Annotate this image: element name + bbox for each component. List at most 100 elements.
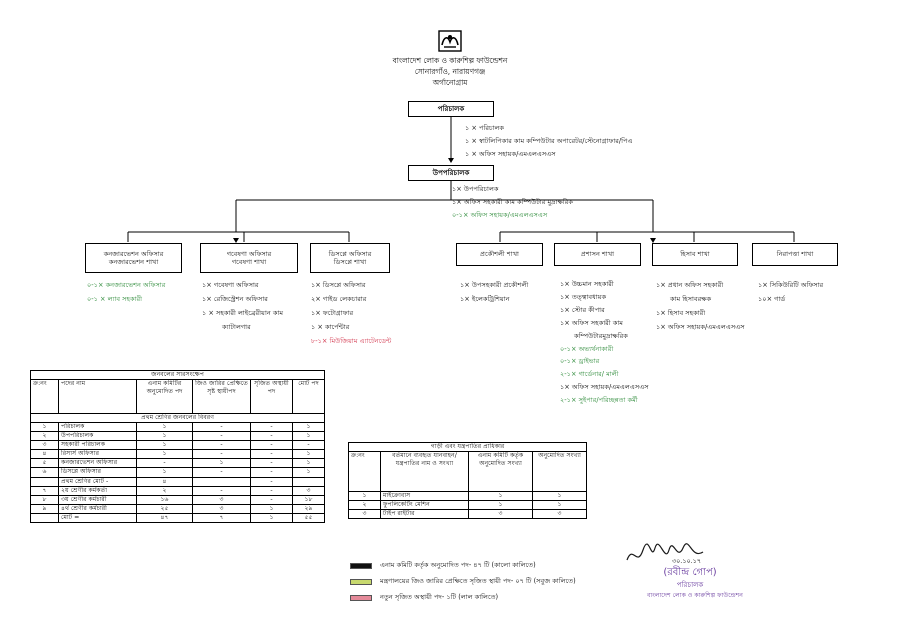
manpower-cell: ১ [136,440,193,451]
org-location: সোনারগাঁও, নারায়ণগঞ্জ [414,67,486,76]
director-staff-item: ১ × অফিস সহায়ক/এমএলএসএস [465,150,556,158]
vehicle-cell: ১ [348,491,381,502]
manpower-cell: মোট = [58,512,137,523]
research-staff: ১× গবেষণা অফিসার ১× রেজিস্ট্রেশন অফিসার … [202,278,283,334]
legend-swatch-black [350,563,372,569]
deputy-staff-item: ১× উপপরিচালক [452,185,499,193]
manpower-cell: ১ [192,458,251,469]
manpower-cell: ৩ [192,503,251,514]
deputy-staff: ১× উপপরিচালক ১× অফিস সহকারী কাম কম্পিউটা… [452,183,573,222]
manpower-cell: - [250,458,293,469]
research-staff-item: ১× রেজিস্ট্রেশন অফিসার [202,295,268,303]
manpower-cell: - [192,440,251,451]
display-staff-item: ১× ডিসপ্লে অফিসার [311,281,366,289]
manpower-cell [30,512,59,523]
vehicle-cell: ৩ [531,509,588,520]
display-staff-item: ১ × কার্পেন্টার [311,323,350,331]
manpower-cell: ৩ [291,485,326,496]
security-branch-box: নিরাপত্তা শাখা [752,243,838,266]
admin-staff-new: ২-১× সুইপার/পরিচ্ছন্নতা কর্মী [560,396,638,405]
display-branch-line1: ডিসপ্লে অফিসার [328,249,372,258]
research-branch-line2: গবেষণা শাখা [231,258,267,266]
manpower-cell: - [250,431,293,442]
legend-swatch-red [350,595,372,601]
display-staff: ১× ডিসপ্লে অফিসার ২× গাইড লেকচারার ১× ফট… [311,278,391,348]
manpower-cell: ১ [291,467,326,478]
manpower-cell: - [192,422,251,433]
display-staff-item: ১× ফটোগ্রাফার [311,309,354,317]
display-staff-item: ২× গাইড লেকচারার [311,295,367,303]
manpower-cell: ৭ [192,512,251,523]
manpower-cell: - [250,476,293,487]
legend-text: মন্ত্রণালয়ের জিও জারির প্রেক্ষিতে সৃজিত… [380,577,576,585]
vehicle-header-cell: বর্তমানে ব্যবহৃত যানবাহন/যন্ত্রপাতির নাম… [380,451,469,493]
manpower-cell: ৪৭ [136,512,193,523]
admin-staff-item: ১× অফিস সহায়ক/এমএলএসএস [560,383,649,392]
manpower-cell: - [250,449,293,460]
manpower-cell: - [250,422,293,433]
manpower-cell [192,476,251,487]
research-staff-item: ১ × সহকারী লাইব্রেরীয়ান কাম [202,309,284,317]
research-staff-item: ১× গবেষণা অফিসার [202,281,259,289]
conservation-branch-line2: কনজারভেশন শাখা [108,258,159,266]
admin-staff-new: ০-১× ড্রাইভার [560,357,600,366]
deputy-staff-new: ০-১× অফিস সহায়ক/এমএলএসএস [452,211,548,219]
engineering-staff-item: ১× ইলেকট্রিশিয়ান [460,295,510,303]
vehicle-cell: ১ [468,500,533,511]
manpower-cell: - [192,431,251,442]
accounts-staff-item: কাম হিসাবরক্ষক [670,295,712,303]
manpower-cell: - [250,467,293,478]
manpower-cell: - [250,440,293,451]
manpower-cell: - [192,467,251,478]
admin-staff-item: কম্পিউটারমুদ্রাক্ষরিক [574,331,628,340]
manpower-cell: ৫৫ [291,512,326,523]
accounts-branch-box: হিসাব শাখা [652,243,738,266]
manpower-cell: ৩ [30,440,59,451]
research-branch-box: গবেষণা অফিসার গবেষণা শাখা [200,243,298,273]
security-staff: ১× সিকিউরিটি অফিসার ১০× গার্ড [758,278,823,306]
manpower-cell: ২য় শ্রেণীর কর্মকর্তা [58,485,137,496]
vehicle-header-cell: এনাম কমিটি কর্তৃক অনুমোদিত সংখ্যা [468,451,533,493]
deputy-box: উপপরিচালক [408,165,494,181]
security-staff-item: ১০× গার্ড [758,295,786,303]
manpower-section-title: প্রথম শ্রেণির জনবলের বিবরণ [29,413,326,424]
legend-swatch-green [350,579,372,585]
signature-date: ৩০.১০.১৭ [672,557,701,565]
logo-icon [438,30,462,52]
conservation-branch-box: কনজারভেশন অফিসার কনজারভেশন শাখা [85,243,182,273]
manpower-header-cell: পদের নাম [58,379,137,415]
admin-staff-item: ১× তত্ত্বাবধায়ক [560,292,607,301]
conservation-branch-line1: কনজারভেশন অফিসার [103,249,164,258]
director-staff-item: ১ × পরিচালক [465,124,504,132]
admin-staff-item: ১× অফিস সহকারী কাম [560,318,623,327]
manpower-cell: - [192,485,251,496]
manpower-cell: কনজারভেশন অফিসার [58,458,137,469]
manpower-header-cell: জিও জারির প্রেক্ষিতে সৃষ্ট স্থায়ীপদ [192,379,251,415]
display-branch-box: ডিসপ্লে অফিসার ডিসপ্লে শাখা [310,243,390,273]
accounts-branch-label: হিসাব শাখা [680,250,710,259]
manpower-cell: ১ [291,449,326,460]
org-name: বাংলাদেশ লোক ও কারুশিল্প ফাউন্ডেশন [392,56,508,65]
manpower-cell: ১ [291,458,326,469]
display-staff-new: ৮-১× মিউজিয়াম এ্যাটেনডেন্ট [311,337,392,345]
admin-branch-box: প্রশাসন শাখা [554,243,641,266]
engineering-branch-box: প্রকৌশলী শাখা [456,243,543,266]
manpower-cell: ১ [250,503,293,514]
signature-org: বাংলাদেশ লোক ও কারুশিল্প ফাউন্ডেশন [646,592,743,599]
manpower-cell: ৪ [30,449,59,460]
conservation-staff: ০-১× কনজারভেশন অফিসার ০-১ × ল্যাব সহকারী [87,278,165,306]
admin-staff-new: ২-১× গার্ডেনার/ মালী [560,370,619,379]
manpower-cell: - [136,458,193,469]
admin-branch-label: প্রশাসন শাখা [580,250,615,259]
manpower-cell: সহকারী পরিচালক [58,440,137,451]
admin-staff: ১× উচ্চমান সহকারী ১× তত্ত্বাবধায়ক ১× স্… [560,278,649,407]
vehicle-cell: ৩ [348,509,381,520]
manpower-cell: - [291,440,326,451]
vehicle-cell: ৩ [468,509,533,520]
manpower-cell: ১ [136,431,193,442]
